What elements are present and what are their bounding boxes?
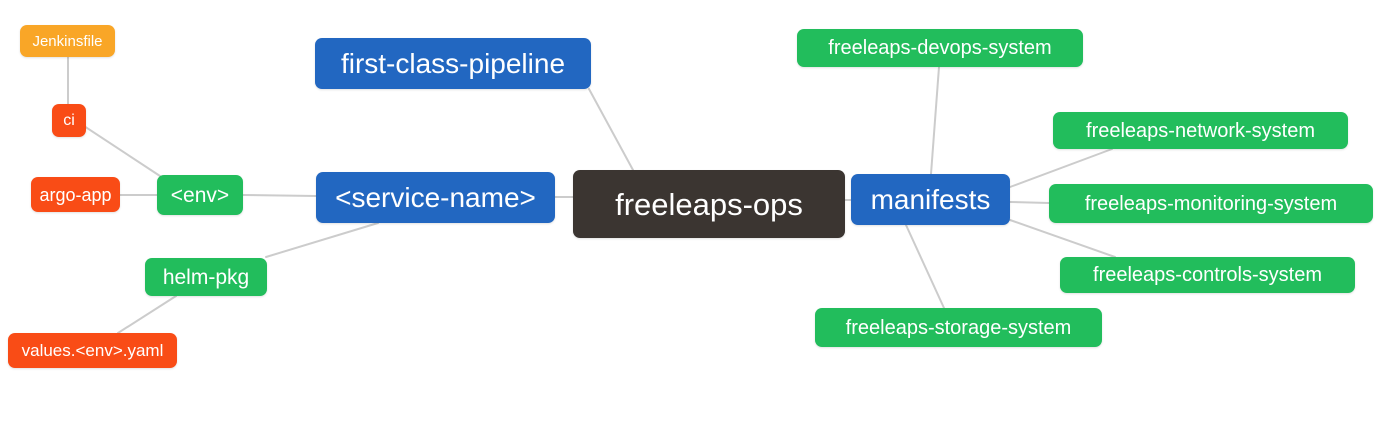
node-devops-system[interactable]: freeleaps-devops-system [797, 29, 1083, 67]
node-manifests[interactable]: manifests [851, 174, 1010, 225]
node-first-class-pipeline[interactable]: first-class-pipeline [315, 38, 591, 89]
edge-manifests-storage [905, 224, 945, 309]
node-storage-system[interactable]: freeleaps-storage-system [815, 308, 1102, 347]
edge-env-service-name [242, 194, 317, 197]
node-ci[interactable]: ci [52, 104, 86, 137]
node-helm-pkg[interactable]: helm-pkg [145, 258, 267, 296]
node-jenkinsfile[interactable]: Jenkinsfile [20, 25, 115, 57]
edge-pipeline-freeleaps-ops [588, 88, 634, 171]
node-freeleaps-ops-root[interactable]: freeleaps-ops [573, 170, 845, 238]
node-controls-system[interactable]: freeleaps-controls-system [1060, 257, 1355, 293]
edge-manifests-network [1009, 148, 1113, 188]
node-service-name[interactable]: <service-name> [316, 172, 555, 223]
node-argo-app[interactable]: argo-app [31, 177, 120, 212]
node-env[interactable]: <env> [157, 175, 243, 215]
edge-manifests-controls [1009, 219, 1116, 258]
node-network-system[interactable]: freeleaps-network-system [1053, 112, 1348, 149]
edge-manifests-devops [930, 66, 940, 175]
edge-helm-pkg-service-name [265, 222, 379, 258]
edge-ci-env [83, 125, 161, 177]
edge-manifests-monitoring [1009, 201, 1050, 204]
node-values-env-yaml[interactable]: values.<env>.yaml [8, 333, 177, 368]
edge-values-helm-pkg [117, 295, 177, 334]
node-monitoring-system[interactable]: freeleaps-monitoring-system [1049, 184, 1373, 223]
